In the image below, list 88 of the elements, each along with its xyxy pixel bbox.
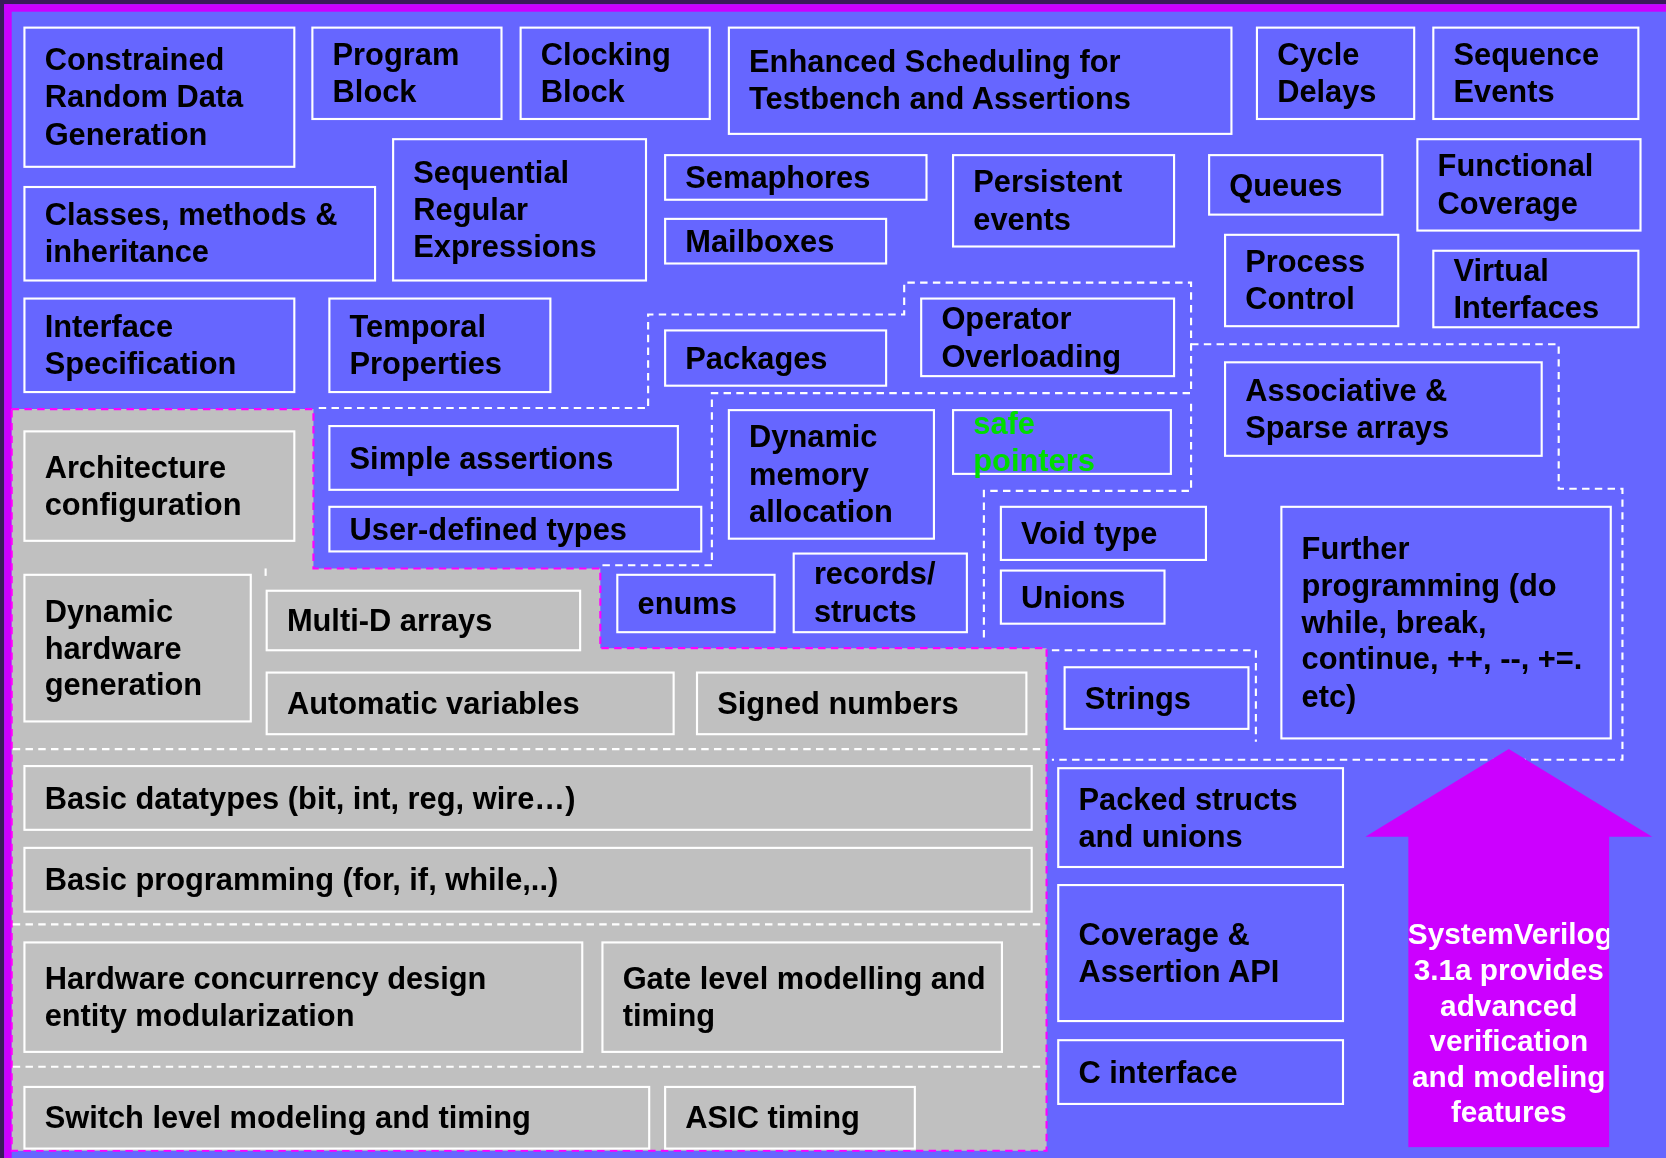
feature-box — [999, 505, 1207, 561]
feature-box — [664, 329, 888, 387]
feature-box — [1057, 884, 1345, 1023]
feature-box — [328, 505, 703, 553]
feature-label: Dynamic memory allocation — [749, 419, 894, 530]
feature-box — [392, 138, 648, 282]
feature-label: Architecture configuration — [44, 449, 243, 524]
feature-box — [23, 846, 1033, 913]
feature-box — [265, 589, 582, 652]
feature-box — [328, 297, 552, 394]
feature-box — [664, 217, 888, 265]
feature-label: Signed numbers — [717, 684, 960, 722]
feature-label: Mailboxes — [685, 222, 836, 260]
feature-box — [999, 569, 1166, 625]
feature-label: User-defined types — [349, 510, 628, 548]
feature-box — [23, 297, 296, 394]
feature-box — [1416, 138, 1642, 232]
feature-box — [952, 154, 1176, 248]
feature-label: Interface Specification — [44, 308, 238, 383]
feature-box — [23, 430, 296, 542]
feature-label: Semaphores — [685, 159, 872, 196]
feature-label: Automatic variables — [286, 684, 581, 722]
feature-box — [23, 26, 296, 168]
feature-box — [1280, 505, 1612, 740]
feature-label: Dynamic hardware generation — [44, 592, 204, 704]
feature-box — [1255, 26, 1416, 121]
feature-label: Program Block — [332, 36, 461, 111]
feature-box — [1224, 233, 1400, 328]
feature-box — [727, 409, 935, 540]
feature-box — [920, 297, 1176, 378]
feature-box — [23, 765, 1033, 831]
feature-label: Virtual Interfaces — [1453, 252, 1601, 326]
feature-box — [664, 1085, 916, 1150]
feature-label: Constrained Random Data Generation — [44, 41, 245, 153]
feature-box — [1224, 361, 1543, 457]
feature-box — [1057, 1039, 1345, 1105]
feature-box — [328, 425, 679, 491]
callout-text: SystemVerilog 3.1a provides advanced verification and modeling features — [1407, 916, 1610, 1131]
feature-label: Sequential Regular Expressions — [413, 154, 598, 266]
feature-label: Temporal Properties — [349, 308, 503, 383]
feature-box — [265, 671, 675, 736]
feature-label: Unions — [1021, 578, 1127, 616]
feature-label: Functional Coverage — [1437, 147, 1595, 222]
feature-box — [1063, 666, 1250, 730]
feature-label: Cycle Delays — [1277, 36, 1378, 111]
feature-box — [601, 941, 1003, 1053]
feature-box — [1432, 249, 1640, 329]
feature-label: Enhanced Scheduling for Testbench and Assertions — [749, 43, 1132, 118]
feature-label: Process Control — [1245, 243, 1367, 318]
feature-label: Packages — [685, 339, 829, 377]
feature-box — [1432, 26, 1640, 121]
feature-box — [519, 26, 711, 121]
feature-label: Sequence Events — [1453, 36, 1601, 111]
feature-box — [23, 573, 252, 723]
feature-box — [23, 1085, 651, 1150]
feature-label: Strings — [1084, 679, 1192, 717]
feature-label: records/ structs — [813, 555, 937, 630]
feature-box — [792, 552, 968, 634]
feature-label: Coverage & Assertion API — [1078, 916, 1281, 991]
feature-label: Hardware concurrency design entity modularization — [44, 960, 488, 1035]
feature-label: C interface — [1078, 1053, 1239, 1091]
feature-label: Further programming (do while, break, continue, ++, --, +=. etc) — [1301, 530, 1584, 716]
feature-box — [616, 573, 776, 634]
feature-box — [695, 671, 1028, 736]
feature-label: Gate level modelling and timing — [622, 960, 987, 1035]
feature-label: Clocking Block — [540, 36, 672, 111]
feature-label: Persistent events — [973, 163, 1124, 238]
feature-label: Simple assertions — [349, 439, 615, 477]
feature-label: Switch level modeling and timing — [44, 1099, 532, 1137]
feature-label: Queues — [1229, 166, 1344, 204]
feature-label: Basic datatypes (bit, int, reg, wire…) — [44, 779, 577, 817]
feature-box — [23, 941, 584, 1053]
feature-label: safe pointers — [973, 405, 1096, 479]
feature-label: enums — [637, 585, 738, 622]
feature-box — [1057, 767, 1345, 869]
feature-label: Associative & Sparse arrays — [1245, 372, 1451, 447]
feature-label: Classes, methods & inheritance — [44, 196, 339, 271]
feature-box — [23, 185, 377, 282]
feature-label: Packed structs and unions — [1078, 780, 1299, 855]
feature-box — [664, 154, 928, 201]
feature-label: Multi-D arrays — [286, 602, 494, 639]
feature-box — [311, 26, 503, 121]
feature-label: Basic programming (for, if, while,..) — [44, 861, 560, 899]
feature-box — [1208, 154, 1384, 216]
feature-box — [727, 26, 1233, 135]
feature-label: ASIC timing — [685, 1099, 861, 1137]
feature-label: Void type — [1021, 514, 1159, 552]
feature-label: Operator Overloading — [941, 300, 1123, 375]
